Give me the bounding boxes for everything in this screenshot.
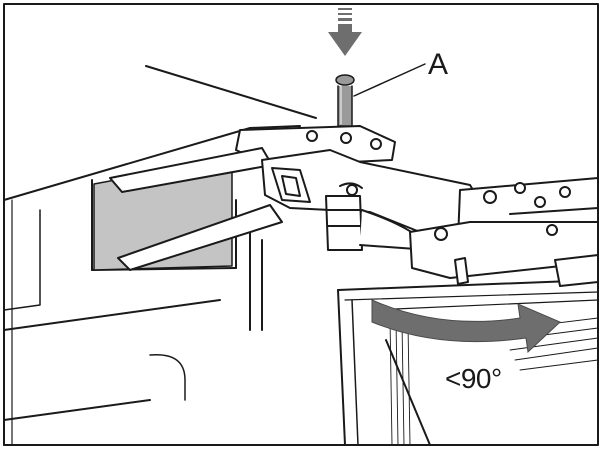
door-panel (337, 279, 599, 446)
cabinet-body (3, 65, 317, 446)
hinge-arm (261, 149, 486, 251)
angle-label: <90° (445, 363, 502, 394)
pin-label-a: A (428, 48, 449, 81)
hinge-pin (335, 74, 355, 127)
pin-leader-line (353, 63, 426, 97)
hinge-door-plate (409, 177, 599, 287)
rotation-arrow-icon (371, 299, 561, 354)
insert-down-arrow-icon (328, 8, 362, 56)
hinge-mounting-plate (109, 125, 396, 271)
